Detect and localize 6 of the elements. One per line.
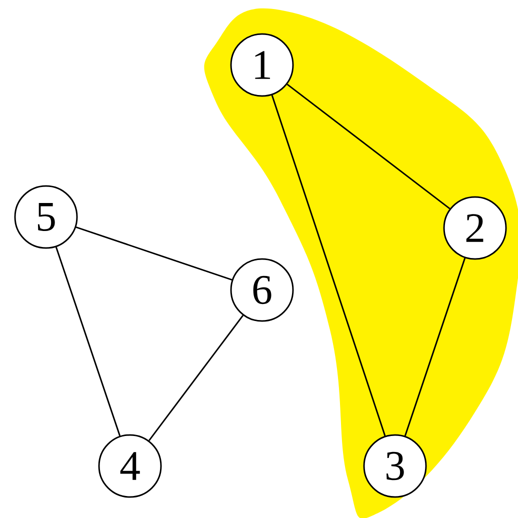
edge-line xyxy=(148,314,244,442)
edge-line xyxy=(271,94,386,436)
edge-line xyxy=(286,84,450,210)
edge-line xyxy=(76,226,232,281)
edge-line xyxy=(404,258,466,436)
edge-line xyxy=(55,246,121,436)
